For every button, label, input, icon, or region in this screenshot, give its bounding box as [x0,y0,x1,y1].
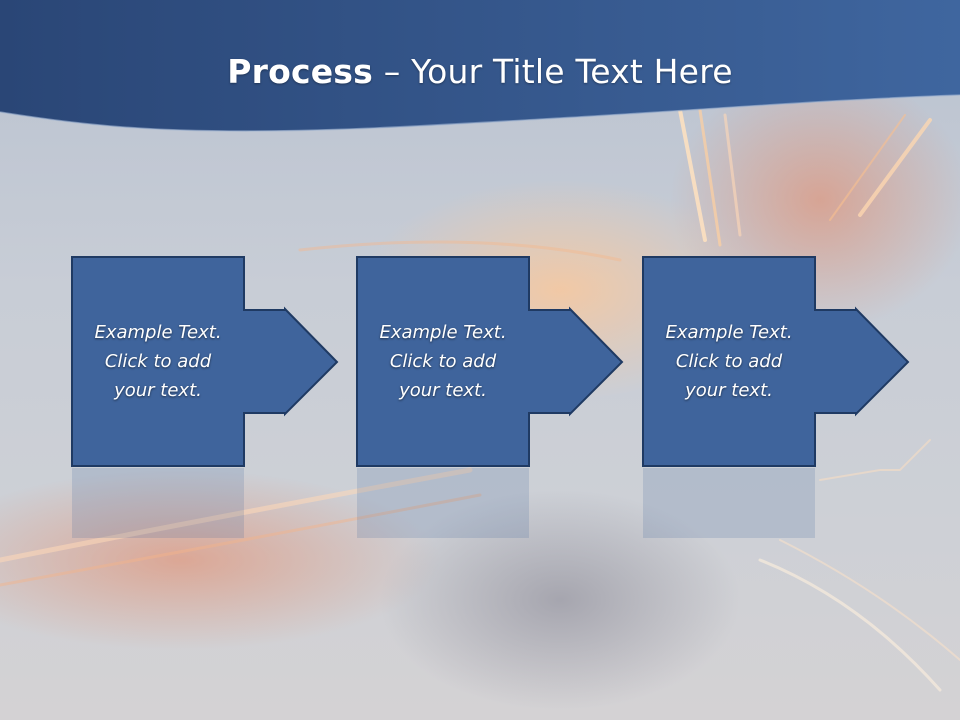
process-step-1-text: Example Text. Click to add your text. [94,321,222,401]
dark-shape-bottom [380,490,740,710]
title-separator: – [373,52,412,91]
process-step-3-text: Example Text. Click to add your text. [665,321,793,401]
process-step-1[interactable]: Example Text. Click to add your text. [72,257,244,465]
title-strong: Process [227,52,373,91]
header-edge [0,94,960,132]
header-band [0,0,960,132]
process-step-2[interactable]: Example Text. Click to add your text. [357,257,529,465]
process-step-shape-1[interactable] [71,256,339,467]
process-step-shape-3[interactable] [642,256,910,467]
shape-reflection [72,468,815,538]
process-step-2-text: Example Text. Click to add your text. [379,321,507,401]
process-step-shape-2[interactable] [356,256,624,467]
light-streaks [0,108,960,692]
glow-bottom-left [0,470,440,650]
slide-title[interactable]: Process – Your Title Text Here [0,52,960,91]
process-step-3[interactable]: Example Text. Click to add your text. [643,257,815,465]
title-rest: Your Title Text Here [411,52,733,91]
